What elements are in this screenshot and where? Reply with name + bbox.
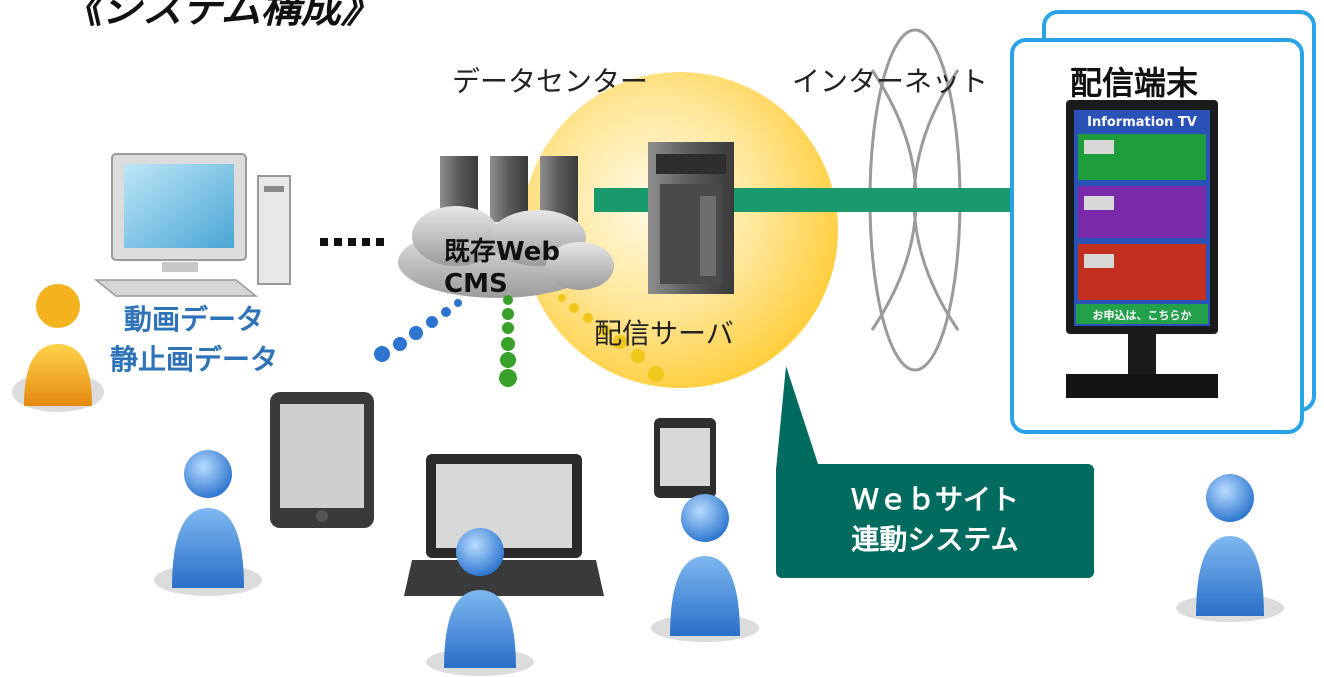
person-icon bbox=[154, 450, 262, 596]
callout-line2: 連動システム bbox=[851, 523, 1019, 556]
laptop-icon bbox=[404, 454, 604, 596]
dot-chain-green bbox=[499, 295, 517, 387]
datacenter-label: データセンター bbox=[452, 65, 649, 98]
person-icon bbox=[426, 528, 534, 676]
connection-dots bbox=[320, 238, 384, 246]
callout-text: Ｗｅｂサイト 連動システム bbox=[776, 480, 1094, 560]
cloud-icon bbox=[398, 206, 614, 298]
dot-chain-blue bbox=[374, 299, 462, 362]
signage-screen-footer: お申込は、こちらか bbox=[1092, 309, 1192, 322]
callout-pointer bbox=[776, 366, 820, 470]
cms-label: 既存Web CMS bbox=[444, 236, 560, 300]
person-icon bbox=[651, 494, 759, 642]
signage-screen-header: Information TV bbox=[1087, 115, 1197, 130]
cms-label-line2: CMS bbox=[444, 269, 508, 299]
distribution-server-icon bbox=[648, 142, 734, 294]
media-data-label: 動画データ 静止画データ bbox=[110, 300, 278, 380]
desktop-pc-icon bbox=[93, 153, 291, 297]
internet-label: インターネット bbox=[792, 65, 989, 98]
digital-signage-icon bbox=[1066, 100, 1218, 398]
callout-line1: Ｗｅｂサイト bbox=[850, 483, 1019, 516]
server-label: 配信サーバ bbox=[594, 317, 734, 350]
dot-chain-yellow bbox=[558, 294, 664, 382]
terminal-label: 配信端末 bbox=[1070, 64, 1199, 102]
cms-label-line1: 既存Web bbox=[444, 237, 560, 267]
page-title: 《システム構成》 bbox=[62, 0, 381, 32]
person-icon bbox=[1176, 474, 1284, 622]
person-icon bbox=[12, 284, 104, 412]
media-label-line1: 動画データ bbox=[124, 303, 265, 336]
tablet-icon bbox=[270, 392, 374, 528]
smartphone-icon bbox=[654, 418, 716, 498]
callout-box bbox=[776, 464, 1094, 578]
media-label-line2: 静止画データ bbox=[110, 343, 279, 376]
